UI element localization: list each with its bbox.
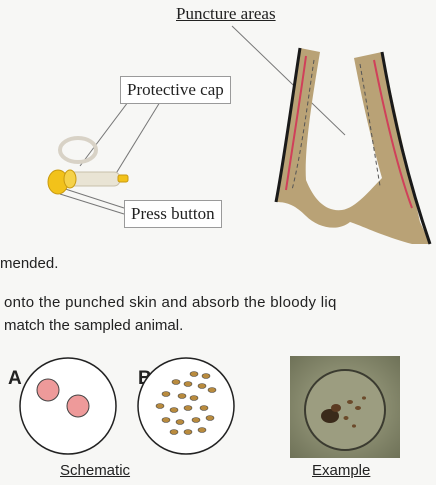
- spot: [178, 394, 186, 399]
- spot: [198, 428, 206, 433]
- spot: [176, 420, 184, 425]
- lancet-loop: [60, 138, 96, 162]
- spot: [190, 372, 198, 377]
- protective-cap-icon: [118, 175, 128, 182]
- blood-spot-2: [67, 395, 89, 417]
- spot: [184, 430, 192, 435]
- spot: [162, 418, 170, 423]
- spot: [172, 380, 180, 385]
- photo-spot: [352, 424, 356, 427]
- photo-spot: [362, 396, 366, 399]
- text-line-1: mended.: [0, 255, 58, 272]
- spot: [192, 418, 200, 423]
- spot: [184, 382, 192, 387]
- schematic-b: [136, 356, 238, 458]
- blood-spot-1: [37, 379, 59, 401]
- spot: [162, 392, 170, 397]
- spot: [198, 384, 206, 389]
- spot: [208, 388, 216, 393]
- photo-spot: [347, 400, 353, 404]
- spot: [206, 416, 214, 421]
- photo-spot: [355, 406, 361, 410]
- press-button-label: Press button: [124, 200, 222, 228]
- protective-cap-label: Protective cap: [120, 76, 231, 104]
- spot: [190, 396, 198, 401]
- example-photo: [290, 356, 400, 458]
- schematic-caption: Schematic: [60, 462, 130, 479]
- photo-spot: [331, 404, 341, 412]
- photo-spot: [344, 416, 349, 420]
- spot: [170, 408, 178, 413]
- spot: [170, 430, 178, 435]
- skin-cross-section: [262, 40, 436, 255]
- text-line-3: match the sampled animal.: [4, 317, 183, 334]
- spot: [200, 406, 208, 411]
- spot: [156, 404, 164, 409]
- example-caption: Example: [312, 462, 370, 479]
- schematic-a: [18, 356, 120, 458]
- skin-shape: [276, 48, 430, 244]
- photo-petri: [305, 370, 385, 450]
- text-line-2: onto the punched skin and absorb the blo…: [4, 294, 337, 311]
- spot: [184, 406, 192, 411]
- spot: [202, 374, 210, 379]
- lancet-grip: [64, 170, 76, 188]
